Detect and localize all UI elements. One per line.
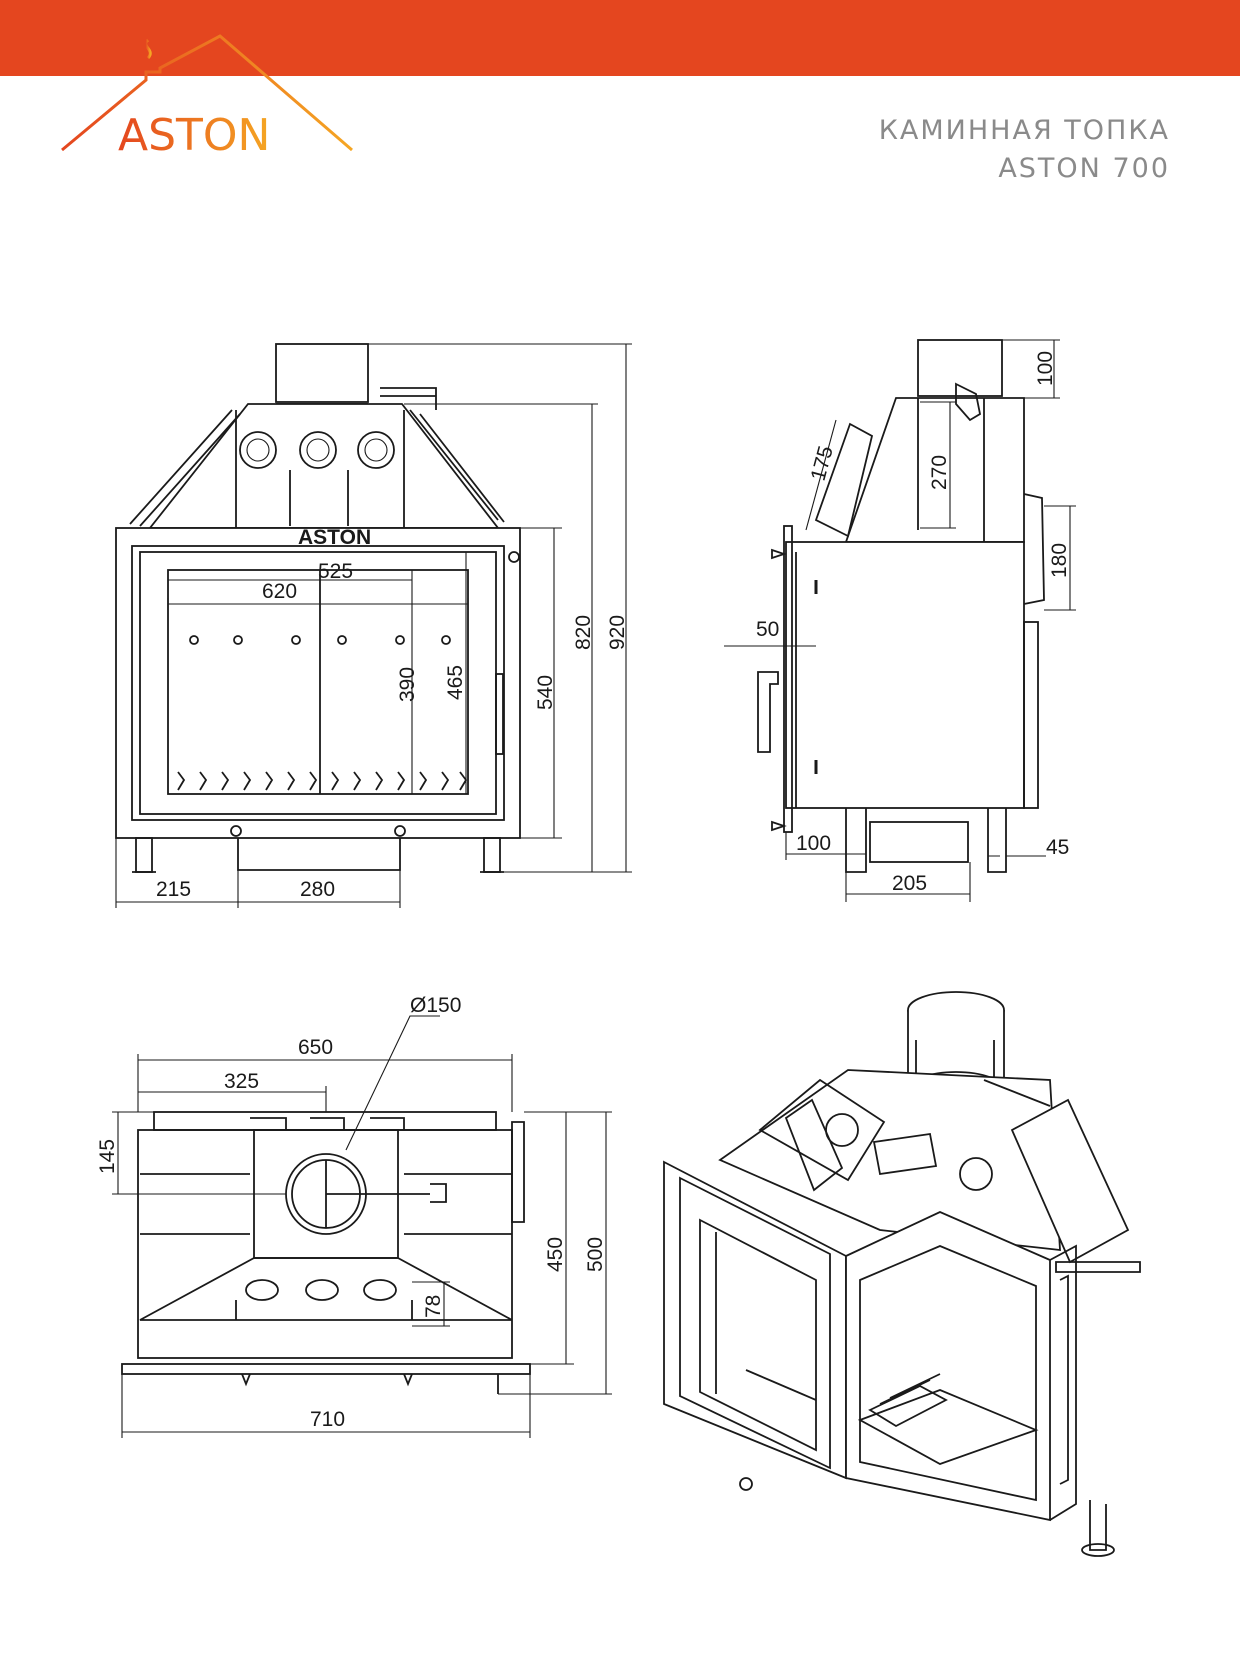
svg-text:ASTON: ASTON xyxy=(298,526,371,549)
svg-text:180: 180 xyxy=(1048,543,1071,578)
door-vents xyxy=(189,635,451,645)
svg-text:500: 500 xyxy=(584,1237,607,1272)
svg-text:ASTON: ASTON xyxy=(118,110,270,161)
svg-text:450: 450 xyxy=(544,1237,567,1272)
title-line-1: КАМИННАЯ ТОПКА xyxy=(878,115,1170,146)
svg-text:920: 920 xyxy=(606,615,629,650)
svg-text:45: 45 xyxy=(1046,836,1069,859)
grate-teeth xyxy=(177,771,468,791)
front-view: ASTON 620 525 390 465 540 820 920 215 2 xyxy=(115,343,632,908)
svg-text:215: 215 xyxy=(156,878,191,901)
svg-text:465: 465 xyxy=(444,665,467,700)
aston-logo: ASTON xyxy=(61,34,353,161)
svg-text:540: 540 xyxy=(534,675,557,710)
title-line-2: ASTON 700 xyxy=(998,153,1170,184)
svg-text:820: 820 xyxy=(572,615,595,650)
svg-text:100: 100 xyxy=(1034,351,1057,386)
svg-text:390: 390 xyxy=(396,667,419,702)
top-bar xyxy=(0,0,1240,76)
svg-text:270: 270 xyxy=(928,455,951,490)
svg-text:175: 175 xyxy=(807,443,838,483)
svg-text:145: 145 xyxy=(96,1139,119,1174)
side-view: 100 270 175 180 50 100 205 45 xyxy=(724,339,1076,902)
svg-text:Ø150: Ø150 xyxy=(410,994,461,1017)
svg-text:710: 710 xyxy=(310,1408,345,1431)
isometric-view xyxy=(663,991,1141,1557)
svg-text:50: 50 xyxy=(756,618,779,641)
svg-text:650: 650 xyxy=(298,1036,333,1059)
svg-text:525: 525 xyxy=(318,560,353,583)
svg-text:280: 280 xyxy=(300,878,335,901)
top-view: 650 325 145 450 500 78 710 Ø150 xyxy=(96,994,612,1438)
svg-text:78: 78 xyxy=(422,1295,445,1318)
svg-text:620: 620 xyxy=(262,580,297,603)
page-title: КАМИННАЯ ТОПКА ASTON 700 xyxy=(879,112,1170,188)
svg-text:205: 205 xyxy=(892,872,927,895)
svg-text:325: 325 xyxy=(224,1070,259,1093)
svg-text:100: 100 xyxy=(796,832,831,855)
